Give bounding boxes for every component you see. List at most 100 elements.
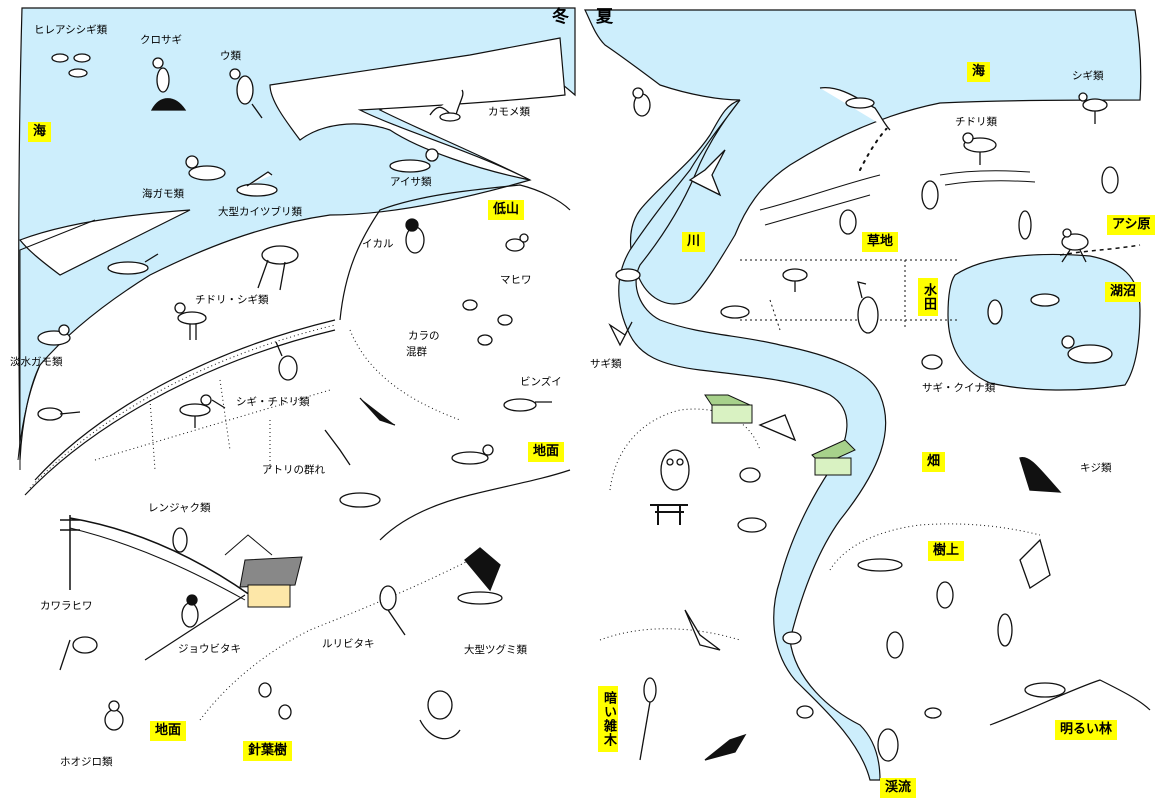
habitat-grassland: 草地: [862, 232, 899, 252]
species-ikaru: イカル: [362, 238, 394, 250]
cormorant-bird: [230, 69, 262, 118]
winter-hill: [339, 184, 571, 321]
utility-wire: [69, 527, 246, 601]
habitat-bright-forest: 明るい林: [1055, 720, 1118, 740]
species-joubitaki: ジョウビタキ: [178, 643, 241, 655]
owl-bird: [661, 450, 689, 490]
summer-house-2-wall: [814, 457, 852, 476]
kingfisher-bird: [721, 306, 749, 318]
freshwater-duck-bird-2: [38, 325, 70, 345]
species-binzui: ビンズイ: [520, 376, 562, 388]
species-hoojiro: ホオジロ類: [60, 756, 113, 768]
winter-slope: [379, 469, 571, 541]
species-tansui-gamo: 淡水ガモ類: [10, 356, 63, 368]
summer-woods-outline: [599, 408, 761, 641]
waxwing-bird: [173, 528, 187, 552]
river-flying-bird: [616, 269, 640, 281]
sandpiper-bird-1: [180, 395, 225, 428]
hawk-bird: [685, 610, 720, 650]
forest-small-bird: [925, 708, 941, 718]
summer-grass-lines: [759, 170, 1036, 226]
utility-pole: [60, 515, 251, 596]
species-shigi-chidori: シギ・チドリ類: [236, 396, 310, 408]
lake-duck-bird-2: [1062, 336, 1112, 363]
habitat-ground-upper: 地面: [528, 442, 565, 462]
freshwater-duck-bird-1: [108, 254, 158, 274]
heron-flying-bird: [610, 322, 632, 345]
grebe-bird: [237, 172, 277, 196]
crested-bird: [276, 342, 297, 380]
reed-bird-1: [922, 181, 938, 209]
habitat-summer-sea: 海: [967, 62, 991, 82]
winter-road: [34, 319, 336, 481]
tree-perched-bird-2: [887, 632, 903, 658]
stream-kingfisher-bird: [878, 729, 898, 761]
field-flying-bird: [1020, 540, 1050, 588]
species-kamome: カモメ類: [488, 106, 530, 118]
thrush-summer-bird: [1025, 683, 1065, 697]
merganser-bird: [390, 149, 438, 172]
house-area-birds: [740, 415, 795, 482]
siskin-bird: [506, 234, 528, 251]
thrush-bird-flying: [458, 548, 502, 604]
plover-bird: [175, 303, 206, 340]
species-renjaku: レンジャク類: [148, 502, 211, 514]
rail-bird: [1062, 229, 1088, 262]
habitat-winter-sea: 海: [28, 122, 52, 142]
summer-river: [618, 99, 887, 781]
lake-kingfisher-bird: [988, 300, 1002, 324]
winter-paddy-dotted: [94, 379, 331, 471]
picnic-table: [650, 504, 688, 525]
black-heron-bird: [152, 58, 185, 110]
swallow-bird: [690, 150, 725, 195]
habitat-lake: 湖沼: [1105, 282, 1142, 302]
branch-line: [144, 594, 246, 661]
grassland-bird: [840, 210, 856, 234]
thrush-bird: [420, 691, 460, 739]
sea-gull-flying-bird: [820, 88, 890, 130]
species-u: ウ類: [220, 50, 241, 62]
summer-sea: [584, 9, 1142, 305]
winter-road-edge: [24, 329, 336, 496]
winter-house-roof: [239, 556, 303, 588]
season-winter-label: 冬: [552, 7, 569, 27]
species-ruribitaki: ルリビタキ: [322, 638, 375, 650]
sandpiper-bird: [1079, 93, 1107, 124]
sea-duck-bird: [186, 156, 225, 180]
winter-house-gable: [224, 534, 273, 556]
winter-shoreline-2: [17, 364, 41, 461]
grosbeak-bird: [406, 219, 424, 253]
tree-perched-bird-1: [937, 582, 953, 608]
habitat-paddy: 水田: [918, 278, 938, 316]
gull-bird: [430, 90, 463, 121]
species-mahiwa: マヒワ: [500, 274, 532, 286]
heron-wading-bird: [258, 246, 298, 290]
species-ogata-tsugumi: 大型ツグミ類: [464, 644, 527, 656]
reed-bird-3: [1019, 211, 1031, 239]
bunting-bird: [105, 701, 123, 730]
conifer-small-birds: [259, 683, 291, 719]
species-aisa: アイサ類: [390, 176, 432, 188]
summer-dotted-paddy: [740, 259, 960, 331]
plover-summer-bird: [963, 133, 996, 165]
phalarope-birds: [52, 54, 90, 77]
sea-perched-bird: [633, 88, 650, 116]
winter-house-wall: [247, 584, 291, 608]
species-hireashigi: ヒレアシシギ類: [34, 24, 108, 36]
winter-spit-line: [19, 219, 96, 470]
shrike-bird: [738, 518, 766, 532]
species-atori: アトリの群れ: [262, 464, 325, 476]
winter-sandspit: [19, 209, 191, 276]
habitat-dark-woods: 暗い雑木: [598, 686, 618, 752]
redstart-bird: [182, 595, 198, 627]
bluetail-bird: [380, 586, 405, 635]
paradise-flycatcher-bird: [640, 678, 656, 760]
habitat-stream: 渓流: [880, 778, 917, 798]
habitat-river: 川: [682, 232, 706, 252]
species-kiji: キジ類: [1080, 462, 1112, 474]
species-sagi-kuina: サギ・クイナ類: [922, 382, 996, 394]
pipit-bird: [504, 399, 552, 411]
species-umigamo: 海ガモ類: [142, 188, 184, 200]
habitat-ground-lower: 地面: [150, 721, 187, 741]
